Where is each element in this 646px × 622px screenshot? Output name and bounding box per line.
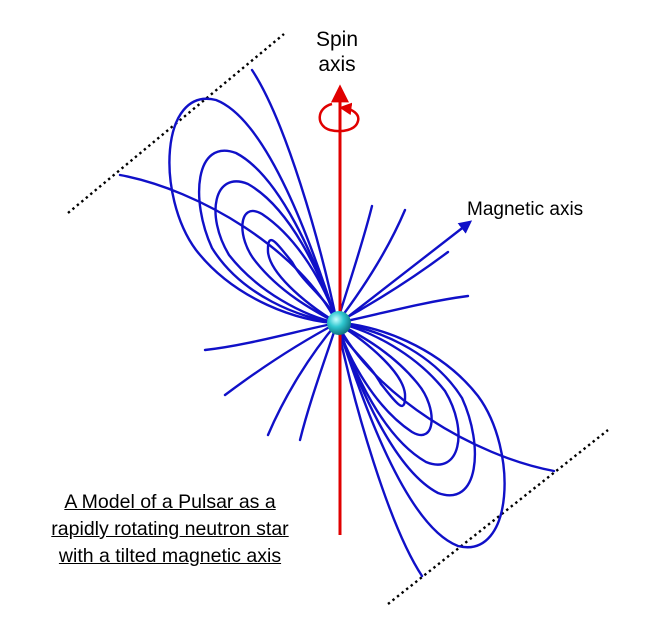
- field-line-open: [118, 173, 339, 325]
- magnetic-axis: [339, 220, 473, 324]
- caption-line-2: rapidly rotating neutron star: [51, 518, 289, 540]
- diagram-caption: A Model of a Pulsar as a rapidly rotatin…: [20, 489, 320, 570]
- field-line-short: [266, 321, 339, 437]
- field-line-short: [223, 321, 339, 397]
- field-lines-upper: [118, 68, 339, 325]
- spin-axis-label-line2: axis: [318, 53, 355, 76]
- rotation-arrow-icon: [318, 102, 360, 133]
- field-line-open: [335, 321, 556, 473]
- field-line-short: [203, 321, 339, 352]
- field-line-loop: [266, 238, 339, 325]
- caption-line-3: with a tilted magnetic axis: [58, 545, 282, 567]
- field-line-short: [298, 321, 339, 442]
- light-cylinder-boundary-lower: [387, 429, 609, 605]
- magnetic-axis-label: Magnetic axis: [467, 199, 583, 220]
- field-line-loop: [335, 321, 460, 466]
- field-line-loop: [214, 180, 339, 325]
- field-line-loop: [335, 321, 477, 497]
- caption-line-1: A Model of a Pulsar as a: [64, 491, 276, 513]
- field-line-open: [250, 68, 339, 325]
- field-line-short: [335, 208, 407, 325]
- neutron-star: [327, 311, 351, 335]
- spin-axis-label-line1: Spin: [316, 28, 358, 51]
- field-line-loop: [335, 321, 506, 549]
- field-line-loop: [197, 149, 339, 325]
- field-lines-lower: [335, 321, 556, 578]
- field-line-loop: [335, 321, 433, 436]
- field-line-loop: [241, 210, 339, 325]
- field-line-loop: [168, 97, 339, 325]
- field-line-open: [335, 321, 424, 578]
